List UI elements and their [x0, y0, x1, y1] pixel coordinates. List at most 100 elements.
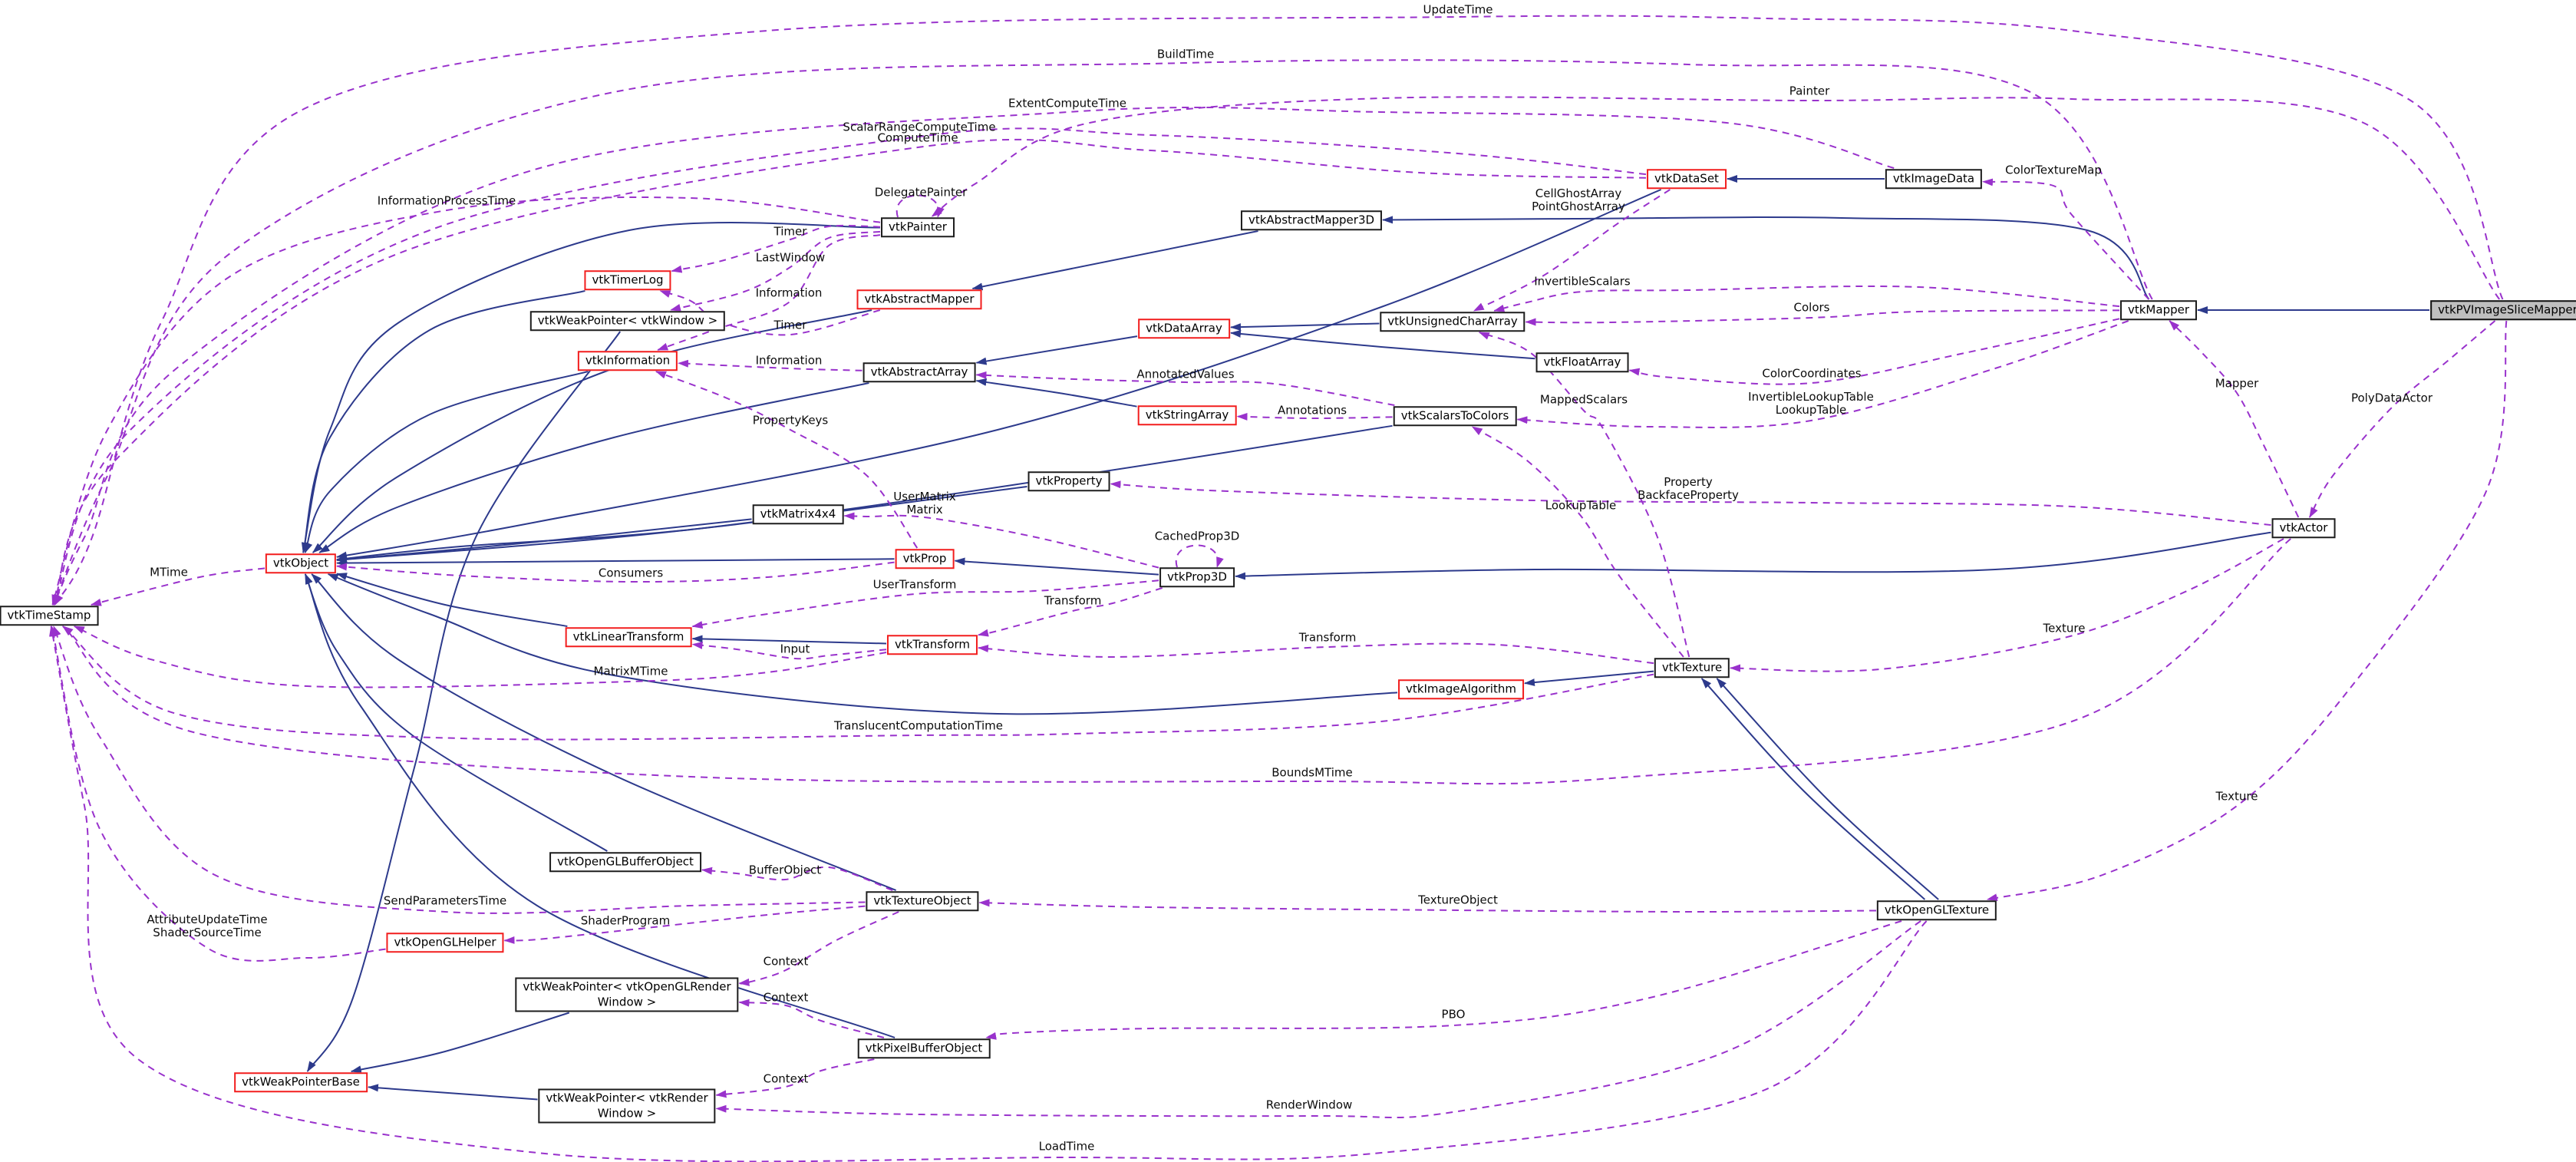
- class-node-vtkDataArray[interactable]: vtkDataArray: [1138, 319, 1230, 338]
- inheritance-edge-vtkLinearTransform-to-vtkObject: [336, 573, 568, 627]
- class-node-vtkImageData[interactable]: vtkImageData: [1885, 169, 1983, 189]
- inheritance-edge-vtkTimerLog-to-vtkObject: [302, 290, 585, 553]
- class-node-vtkWeakPointerRenderWindow[interactable]: vtkWeakPointer< vtkRender Window >: [538, 1088, 716, 1124]
- inheritance-edge-vtkDataSet-to-vtkObject: [336, 189, 1662, 560]
- class-node-vtkScalarsToColors[interactable]: vtkScalarsToColors: [1393, 406, 1517, 426]
- inheritance-edge-vtkOpenGLBufferObject-to-vtkObject: [304, 573, 608, 852]
- class-node-vtkProp[interactable]: vtkProp: [895, 549, 955, 569]
- inheritance-edge-vtkImageAlgorithm-to-vtkObject: [327, 573, 1398, 715]
- usage-edge-vtkOpenGLTexture-to-vtkTextureObject: [978, 899, 1877, 913]
- class-node-vtkTimerLog[interactable]: vtkTimerLog: [584, 270, 671, 290]
- usage-edge-vtkMapper-to-vtkUnsignedCharArray: [1525, 309, 2120, 326]
- inheritance-edge-vtkActor-to-vtkProp3D: [1235, 531, 2271, 580]
- inheritance-edge-vtkDataArray-to-vtkAbstractArray: [975, 335, 1138, 365]
- usage-edge-vtkPainter-to-vtkInformation: [657, 234, 881, 351]
- inheritance-edge-vtkWeakPointerOpenGLRenderWindow-to-vtkWeakPointerBase: [350, 1012, 570, 1074]
- usage-edge-vtkScalarsToColors-to-vtkStringArray: [1236, 412, 1393, 421]
- class-node-vtkFloatArray[interactable]: vtkFloatArray: [1535, 352, 1629, 372]
- class-node-vtkPainter[interactable]: vtkPainter: [881, 217, 955, 237]
- usage-edge-vtkOpenGLTexture-to-vtkPixelBufferObject: [985, 920, 1902, 1040]
- inheritance-edge-vtkAbstractMapper3D-to-vtkAbstractMapper: [971, 230, 1258, 291]
- inheritance-edge-vtkFloatArray-to-vtkDataArray: [1230, 329, 1535, 360]
- usage-edge-vtkPVImageSliceMapper-to-vtkTimeStamp: [54, 15, 2504, 606]
- inheritance-edge-vtkWeakPointerRenderWindow-to-vtkWeakPointerBase: [368, 1084, 538, 1101]
- usage-edge-vtkPainter-to-vtkTimerLog: [671, 224, 881, 273]
- inheritance-edge-vtkScalarsToColors-to-vtkObject: [336, 424, 1393, 563]
- class-node-vtkUnsignedCharArray[interactable]: vtkUnsignedCharArray: [1380, 312, 1525, 332]
- usage-edge-vtkTextureObject-to-vtkOpenGLHelper: [503, 905, 866, 944]
- class-node-vtkObject[interactable]: vtkObject: [265, 553, 337, 573]
- class-node-vtkOpenGLTexture[interactable]: vtkOpenGLTexture: [1876, 900, 1997, 920]
- inheritance-edge-vtkOpenGLTexture-to-vtkTexture: [1716, 678, 1939, 900]
- inheritance-edge-vtkWeakPointerWindow-to-vtkWeakPointerBase: [306, 331, 621, 1072]
- class-node-vtkMapper[interactable]: vtkMapper: [2119, 300, 2198, 320]
- class-node-vtkInformation[interactable]: vtkInformation: [577, 351, 678, 371]
- class-node-vtkWeakPointerWindow[interactable]: vtkWeakPointer< vtkWindow >: [529, 311, 726, 331]
- usage-edge-vtkMapper-to-vtkTimeStamp: [52, 59, 2153, 606]
- usage-edge-vtkOpenGLTexture-to-vtkTimeStamp: [49, 626, 1928, 1162]
- class-node-vtkAbstractMapper[interactable]: vtkAbstractMapper: [856, 289, 982, 309]
- usage-edge-vtkTransform-to-vtkLinearTransform: [691, 641, 887, 660]
- class-node-vtkLinearTransform[interactable]: vtkLinearTransform: [565, 627, 692, 647]
- usage-edge-vtkOpenGLHelper-to-vtkTimeStamp: [50, 626, 386, 962]
- usage-edge-vtkProp-to-vtkInformation: [655, 371, 919, 549]
- class-node-vtkDataSet[interactable]: vtkDataSet: [1647, 169, 1727, 189]
- usage-edge-vtkDataSet-to-vtkTimeStamp: [53, 127, 1647, 606]
- usage-edge-vtkScalarsToColors-to-vtkAbstractArray: [975, 371, 1395, 406]
- usage-edge-vtkProp3D-to-vtkLinearTransform: [691, 579, 1159, 629]
- inheritance-edge-vtkUnsignedCharArray-to-vtkDataArray: [1230, 322, 1380, 332]
- usage-edge-vtkTexture-to-vtkTransform: [978, 642, 1654, 665]
- inheritance-edge-vtkTransform-to-vtkLinearTransform: [691, 635, 887, 645]
- usage-edge-vtkAbstractArray-to-vtkInformation: [678, 359, 863, 371]
- class-node-vtkOpenGLHelper[interactable]: vtkOpenGLHelper: [386, 933, 504, 952]
- class-node-vtkTransform[interactable]: vtkTransform: [886, 635, 978, 655]
- usage-edge-vtkActor-to-vtkTimeStamp: [62, 538, 2291, 785]
- class-node-vtkActor[interactable]: vtkActor: [2271, 518, 2336, 538]
- inheritance-edge-vtkInformation-to-vtkObject: [304, 371, 589, 553]
- usage-edge-vtkTextureObject-to-vtkWeakPointerOpenGLRenderWindow: [738, 911, 899, 986]
- class-node-vtkProp3D[interactable]: vtkProp3D: [1159, 567, 1235, 587]
- inheritance-edge-vtkTexture-to-vtkImageAlgorithm: [1524, 670, 1654, 687]
- inheritance-edge-vtkOpenGLTexture-to-vtkTexture: [1700, 678, 1926, 900]
- usage-edge-vtkObject-to-vtkTimeStamp: [90, 567, 266, 606]
- inheritance-edge-vtkProp-to-vtkObject: [336, 558, 895, 567]
- class-node-vtkPVImageSliceMapper[interactable]: vtkPVImageSliceMapper: [2430, 300, 2576, 320]
- inheritance-edge-vtkTextureObject-to-vtkObject: [311, 573, 897, 891]
- usage-edge-vtkTexture-to-vtkUnsignedCharArray: [1478, 332, 1690, 658]
- class-node-vtkImageAlgorithm[interactable]: vtkImageAlgorithm: [1398, 679, 1524, 699]
- class-node-vtkMatrix4x4[interactable]: vtkMatrix4x4: [752, 504, 844, 524]
- class-node-vtkTimeStamp[interactable]: vtkTimeStamp: [0, 606, 99, 626]
- inheritance-edge-vtkPainter-to-vtkObject: [301, 222, 881, 553]
- usage-edge-vtkPVImageSliceMapper-to-vtkOpenGLTexture: [1986, 320, 2508, 902]
- usage-edge-vtkPVImageSliceMapper-to-vtkActor: [2308, 320, 2496, 518]
- class-node-vtkOpenGLBufferObject[interactable]: vtkOpenGLBufferObject: [549, 852, 701, 872]
- inheritance-edge-vtkProperty-to-vtkObject: [336, 485, 1027, 563]
- class-node-vtkProperty[interactable]: vtkProperty: [1027, 471, 1110, 491]
- usage-edge-vtkActor-to-vtkTexture: [1730, 538, 2284, 672]
- class-node-vtkWeakPointerOpenGLRenderWindow[interactable]: vtkWeakPointer< vtkOpenGLRender Window >: [515, 977, 739, 1012]
- class-node-vtkTextureObject[interactable]: vtkTextureObject: [866, 891, 979, 911]
- class-node-vtkTexture[interactable]: vtkTexture: [1654, 658, 1730, 678]
- usage-edge-vtkPVImageSliceMapper-to-vtkPainter: [931, 96, 2501, 300]
- usage-edge-vtkTextureObject-to-vtkTimeStamp: [52, 626, 866, 914]
- usage-edge-vtkProp3D-to-vtkTransform: [978, 587, 1163, 637]
- inheritance-edge-vtkAbstractMapper-to-vtkObject: [312, 309, 872, 553]
- usage-edge-vtkMapper-to-vtkScalarsToColors: [1516, 320, 2129, 428]
- usage-edge-vtkMapper-to-vtkFloatArray: [1628, 318, 2120, 385]
- class-node-vtkStringArray[interactable]: vtkStringArray: [1137, 405, 1237, 425]
- usage-edge-vtkPainter-to-vtkWeakPointerWindow: [670, 230, 881, 312]
- usage-edge-vtkActor-to-vtkProperty: [1110, 480, 2271, 527]
- class-node-vtkAbstractArray[interactable]: vtkAbstractArray: [863, 362, 976, 382]
- usage-edge-vtkTextureObject-to-vtkOpenGLBufferObject: [701, 866, 893, 891]
- usage-edge-vtkTransform-to-vtkTimeStamp: [73, 626, 887, 688]
- class-node-vtkPixelBufferObject[interactable]: vtkPixelBufferObject: [857, 1038, 991, 1058]
- inheritance-edge-vtkStringArray-to-vtkAbstractArray: [975, 378, 1137, 408]
- usage-edge-vtkActor-to-vtkMapper: [2169, 320, 2300, 518]
- usage-edge-vtkPainter-to-vtkTimeStamp: [51, 196, 881, 606]
- usage-edge-vtkDataSet-to-vtkTimeStamp: [53, 138, 1647, 606]
- class-node-vtkAbstractMapper3D[interactable]: vtkAbstractMapper3D: [1240, 210, 1383, 230]
- class-node-vtkWeakPointerBase[interactable]: vtkWeakPointerBase: [234, 1072, 368, 1092]
- inheritance-edge-vtkProp3D-to-vtkProp: [954, 557, 1159, 576]
